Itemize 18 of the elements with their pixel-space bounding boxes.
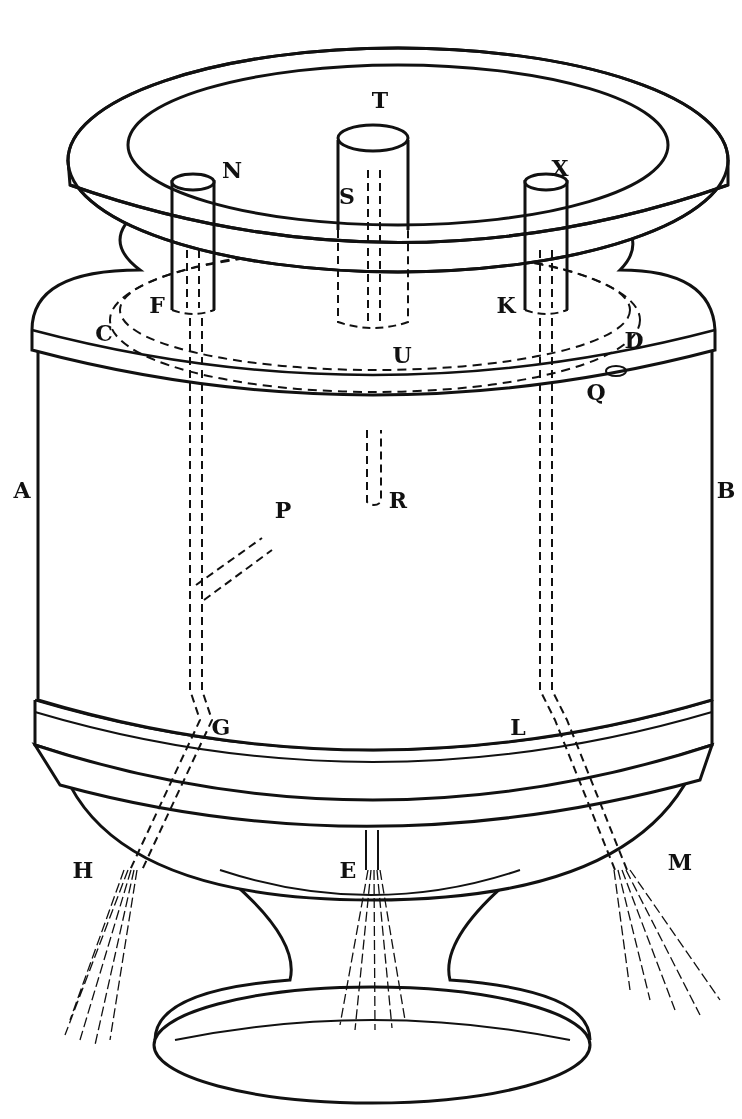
- callout-letter: F: [149, 294, 165, 316]
- callout-letter: K: [496, 294, 516, 316]
- callout-letter: R: [388, 489, 408, 511]
- callout-letter: M: [667, 851, 693, 873]
- callout-letter: E: [339, 859, 357, 881]
- callout-letter: C: [95, 322, 113, 344]
- callout-letter: S: [339, 185, 355, 207]
- callout-letter: N: [221, 159, 243, 181]
- callout-letter: P: [274, 499, 292, 521]
- callout-letter: Q: [586, 381, 606, 403]
- callout-letter: T: [371, 89, 389, 111]
- callout-letter: U: [392, 344, 412, 366]
- callout-letter: G: [211, 716, 231, 738]
- callout-letter: H: [72, 859, 94, 881]
- callout-letter: B: [716, 479, 736, 501]
- callout-letter: A: [13, 479, 31, 501]
- callout-letter: D: [624, 329, 644, 351]
- callout-letter: L: [510, 716, 526, 738]
